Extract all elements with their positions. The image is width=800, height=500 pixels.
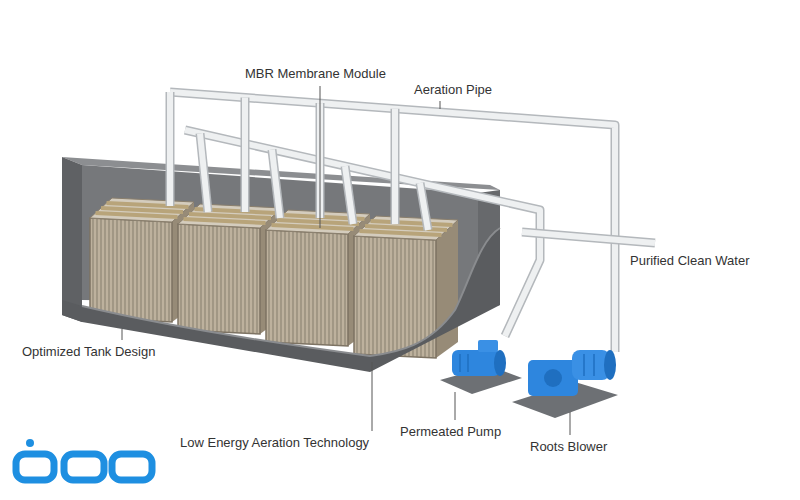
callout-label: Purified Clean Water: [628, 253, 751, 269]
callout-label: Low Energy Aeration Technology: [178, 435, 371, 451]
module-bar: [371, 221, 453, 225]
module-bar: [96, 213, 178, 217]
tank-cut-edge: [82, 228, 500, 356]
pipe-outline: [522, 232, 655, 243]
logo-drop: [26, 439, 34, 447]
blower-fin: [593, 354, 595, 376]
pump-fin: [459, 354, 461, 372]
pipe-outline: [200, 133, 208, 212]
leader-line: [122, 329, 123, 340]
pipe-outline: [185, 130, 540, 336]
leader-line: [372, 362, 373, 431]
leader-lines: [122, 86, 570, 435]
pump-body: [452, 350, 500, 376]
pipe: [242, 98, 248, 212]
pipe-outline: [391, 109, 400, 224]
leader-line: [455, 392, 456, 420]
pipe-outline: [420, 183, 428, 230]
callout-label: Permeated Pump: [398, 424, 503, 440]
pipe-outline: [272, 150, 280, 218]
roots-blower: [512, 350, 618, 418]
callout-label: MBR Membrane Module: [243, 66, 388, 82]
pipe-outline: [166, 92, 175, 206]
module-bar: [277, 220, 359, 224]
pipe: [170, 92, 615, 352]
callout-label: Optimized Tank Design: [20, 344, 157, 360]
module-top: [90, 198, 194, 222]
module-bar: [360, 231, 442, 235]
blower-body: [528, 360, 578, 396]
logo-shape: [112, 454, 152, 480]
module-bar: [189, 214, 271, 218]
permeate-pump: [440, 340, 522, 394]
pipe: [522, 232, 655, 243]
leader-line: [570, 412, 571, 435]
pipes: [170, 92, 655, 352]
module-top: [354, 216, 458, 240]
blower-fin: [583, 354, 585, 376]
module-bar: [101, 208, 183, 212]
module-side: [436, 220, 458, 358]
membrane-modules: [90, 198, 458, 358]
module-top: [178, 204, 282, 228]
pump-cap: [494, 350, 506, 376]
pipe: [272, 150, 280, 218]
module-front: [266, 230, 348, 346]
pipe: [345, 166, 353, 224]
module-bar: [184, 219, 266, 223]
pipe: [420, 183, 428, 230]
pipe-outline: [241, 98, 250, 212]
blower-cap: [604, 350, 616, 380]
pipe: [200, 133, 208, 212]
module-front: [178, 224, 260, 334]
pipe: [185, 130, 540, 336]
module-bar: [107, 203, 189, 207]
module-bar: [365, 226, 447, 230]
membrane-module: [354, 216, 458, 358]
pipe-outline: [170, 92, 615, 352]
pump-fin: [467, 354, 469, 372]
pump-housing: [478, 340, 498, 352]
module-front: [90, 218, 172, 322]
logo: [16, 439, 152, 480]
module-bar: [272, 225, 354, 229]
pipe-outline: [345, 166, 353, 224]
callout-label: Roots Blower: [528, 439, 609, 455]
logo-shape: [64, 454, 104, 480]
callout-label: Aeration Pipe: [412, 82, 494, 98]
blower-rotor: [544, 369, 562, 387]
leader-line: [320, 86, 321, 228]
pipe: [392, 109, 398, 224]
logo-shape: [16, 454, 54, 480]
pipe: [167, 92, 173, 206]
leader-line: [440, 101, 441, 109]
tank-left-wall: [62, 157, 82, 322]
